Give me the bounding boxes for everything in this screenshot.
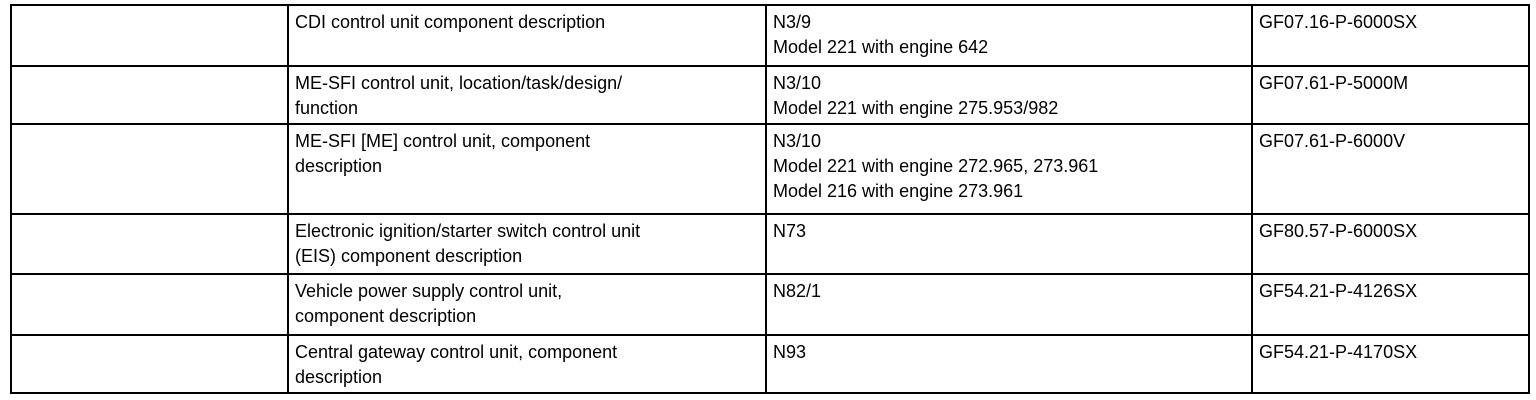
document-code-cell: GF07.61-P-5000M — [1251, 65, 1530, 125]
table-body: CDI control unit component description N… — [10, 4, 1530, 394]
table-row: Electronic ignition/starter switch contr… — [10, 213, 1530, 275]
component-description-table: CDI control unit component description N… — [10, 4, 1530, 394]
designation-cell: N3/10 Model 221 with engine 272.965, 273… — [765, 123, 1253, 215]
description-cell: Vehicle power supply control unit, compo… — [287, 273, 767, 336]
document-code-cell: GF07.61-P-6000V — [1251, 123, 1530, 215]
designation-cell: N82/1 — [765, 273, 1253, 336]
description-cell: ME-SFI [ME] control unit, component desc… — [287, 123, 767, 215]
blank-cell — [10, 123, 289, 215]
table-row: ME-SFI control unit, location/task/desig… — [10, 65, 1530, 125]
description-cell: Electronic ignition/starter switch contr… — [287, 213, 767, 275]
description-cell: Central gateway control unit, component … — [287, 334, 767, 394]
blank-cell — [10, 213, 289, 275]
designation-cell: N73 — [765, 213, 1253, 275]
designation-cell: N3/10 Model 221 with engine 275.953/982 — [765, 65, 1253, 125]
blank-cell — [10, 273, 289, 336]
table-row: ME-SFI [ME] control unit, component desc… — [10, 123, 1530, 215]
description-cell: CDI control unit component description — [287, 4, 767, 67]
blank-cell — [10, 65, 289, 125]
blank-cell — [10, 334, 289, 394]
designation-cell: N93 — [765, 334, 1253, 394]
document-code-cell: GF54.21-P-4170SX — [1251, 334, 1530, 394]
table-row: CDI control unit component description N… — [10, 4, 1530, 67]
table-row: Central gateway control unit, component … — [10, 334, 1530, 394]
designation-cell: N3/9 Model 221 with engine 642 — [765, 4, 1253, 67]
table-row: Vehicle power supply control unit, compo… — [10, 273, 1530, 336]
document-code-cell: GF54.21-P-4126SX — [1251, 273, 1530, 336]
blank-cell — [10, 4, 289, 67]
document-code-cell: GF80.57-P-6000SX — [1251, 213, 1530, 275]
document-code-cell: GF07.16-P-6000SX — [1251, 4, 1530, 67]
description-cell: ME-SFI control unit, location/task/desig… — [287, 65, 767, 125]
